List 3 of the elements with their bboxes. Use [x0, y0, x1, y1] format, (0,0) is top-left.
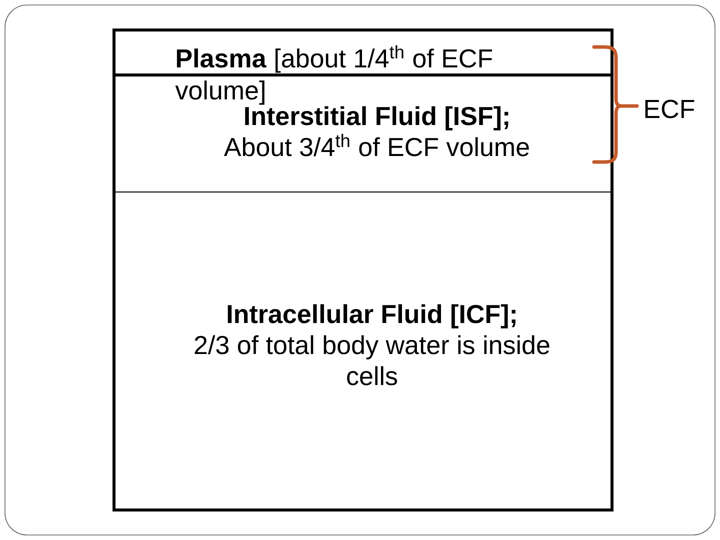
node-label: volume]: [175, 80, 264, 105]
brace-label: ECF: [645, 100, 694, 118]
compartment-box: Intracellular Fluid [ICF]; 2/3 of total body water is inside cells: [112, 192, 614, 512]
